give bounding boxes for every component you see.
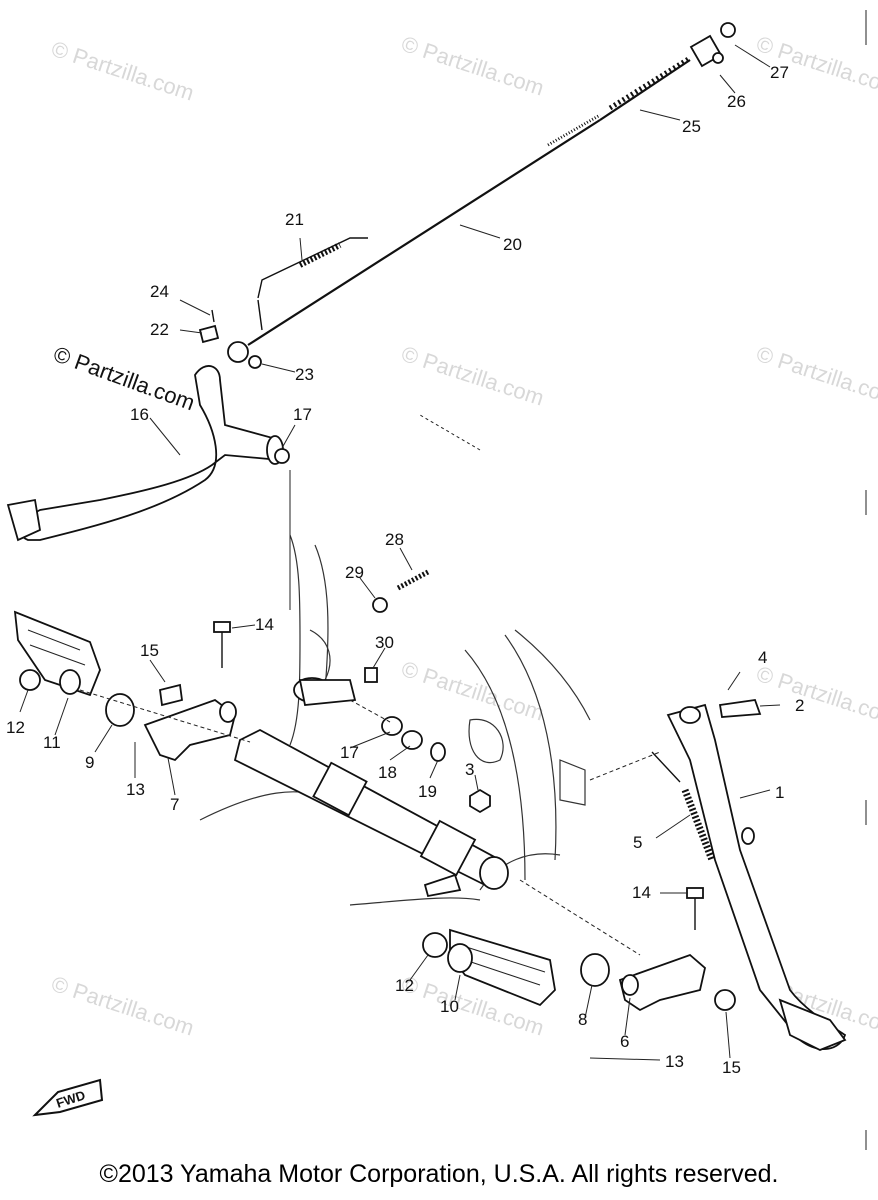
part-number-11: 11: [43, 733, 61, 752]
brake-pedal: [6, 341, 284, 542]
watermark: © Partzilla.com: [753, 661, 878, 731]
part-number-16: 16: [130, 405, 149, 424]
part-number-17-top: 17: [293, 405, 312, 424]
part-number-25: 25: [682, 117, 701, 136]
watermark: © Partzilla.com: [48, 36, 197, 106]
part-number-14-left: 14: [255, 615, 274, 634]
watermark: © Partzilla.com: [48, 971, 197, 1041]
part-number-13-right: 13: [665, 1052, 684, 1071]
copyright-notice: ©2013 Yamaha Motor Corporation, U.S.A. A…: [99, 1160, 779, 1188]
part-number-9: 9: [85, 753, 94, 772]
part-number-19: 19: [418, 782, 437, 801]
part-number-30: 30: [375, 633, 394, 652]
part-number-23: 23: [295, 365, 314, 384]
footrest-right: [422, 928, 556, 1007]
part-number-26: 26: [727, 92, 746, 111]
footrest-crossbar: [233, 677, 509, 898]
fwd-arrow: FWD: [32, 1078, 104, 1117]
part-number-28: 28: [385, 530, 404, 549]
part-number-10: 10: [440, 997, 459, 1016]
watermark: © Partzilla.com: [753, 341, 878, 411]
part-number-13-left: 13: [126, 780, 145, 799]
return-spring-21: [257, 237, 368, 331]
part-number-15-left: 15: [140, 641, 159, 660]
watermark-prominent: © Partzilla.com: [50, 341, 198, 415]
part-number-29: 29: [345, 563, 364, 582]
part-number-7: 7: [170, 795, 179, 814]
part-number-4: 4: [758, 648, 767, 667]
watermark: © Partzilla.com: [398, 656, 547, 726]
small-hardware: [198, 309, 491, 814]
part-number-6: 6: [620, 1032, 629, 1051]
side-stand: [651, 671, 847, 1051]
part-number-20: 20: [503, 235, 522, 254]
part-number-22: 22: [150, 320, 169, 339]
part-number-3: 3: [465, 760, 474, 779]
part-number-8: 8: [578, 1010, 587, 1029]
part-number-14-right: 14: [632, 883, 651, 902]
part-number-18: 18: [378, 763, 397, 782]
watermark: © Partzilla.com: [398, 31, 547, 101]
part-number-21: 21: [285, 210, 304, 229]
watermark: © Partzilla.com: [398, 341, 547, 411]
leader-lines: [19, 44, 781, 1061]
brake-rod: [247, 22, 736, 346]
part-number-24: 24: [150, 282, 169, 301]
part-number-27: 27: [770, 63, 789, 82]
part-number-12-right: 12: [395, 976, 414, 995]
part-number-17-mid: 17: [340, 743, 359, 762]
part-number-12-left: 12: [6, 718, 25, 737]
part-number-15-right: 15: [722, 1058, 741, 1077]
part-number-2: 2: [795, 696, 804, 715]
part-number-5: 5: [633, 833, 642, 852]
footrest-brackets: [105, 621, 736, 1012]
part-number-labels: 1 2 3 4 5 6 7 8 9 10 11 12 12 13 13 14 1…: [6, 63, 804, 1077]
part-number-1: 1: [775, 783, 784, 802]
footrest-left: [13, 610, 101, 697]
